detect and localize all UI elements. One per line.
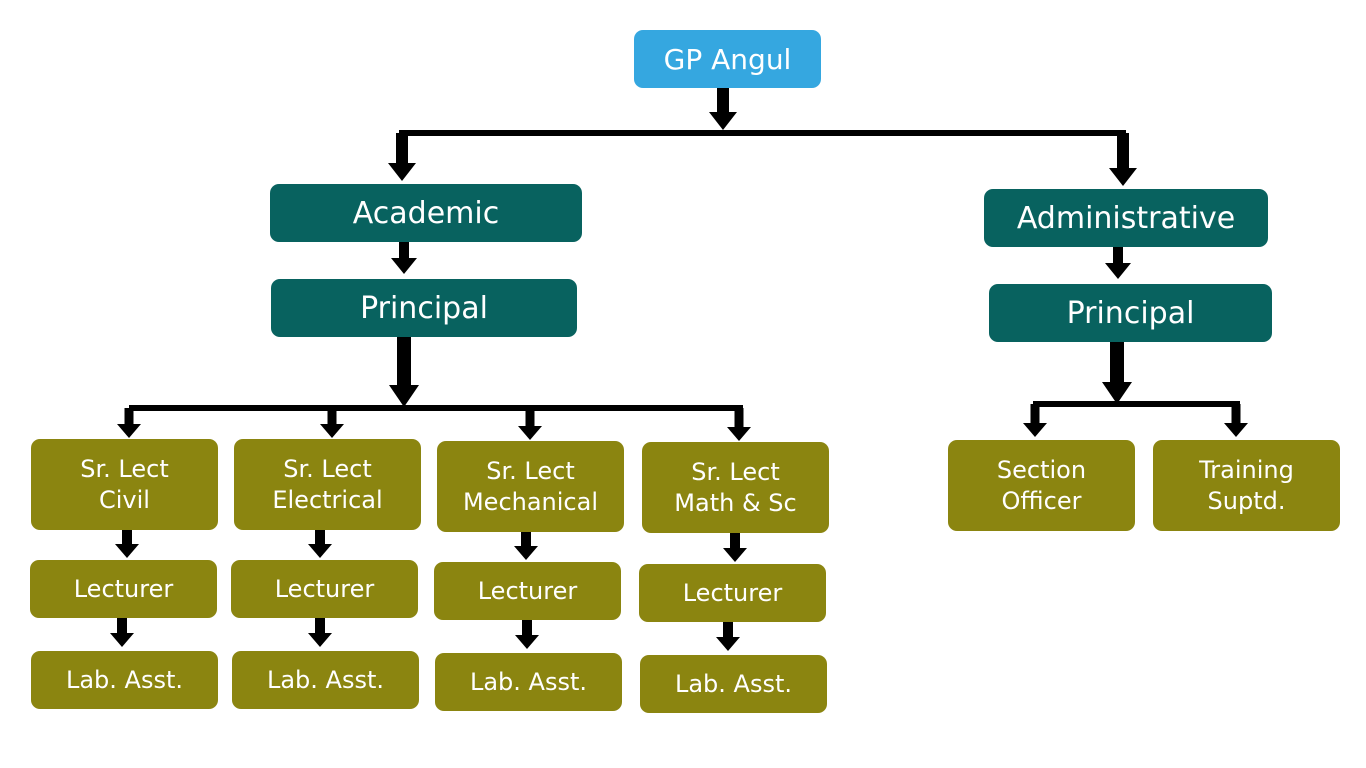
arrow-to-electrical [320,408,344,438]
node-gp-angul: GP Angul [634,30,821,88]
node-lab-asst-mechanical: Lab. Asst. [435,653,622,711]
arrow-electrical-to-lecturer [308,530,332,558]
node-lecturer-math-sc: Lecturer [639,564,826,622]
node-lecturer-electrical: Lecturer [231,560,418,618]
arrow-root-down [709,88,737,130]
arrow-to-civil [117,408,141,438]
arrow-civil-to-lecturer [115,530,139,558]
node-lecturer-mechanical: Lecturer [434,562,621,620]
node-sr-lect-civil: Sr. Lect Civil [31,439,218,530]
arrow-to-training-suptd [1224,404,1248,437]
arrow-math-sc-to-lab [716,622,740,651]
node-lab-asst-civil: Lab. Asst. [31,651,218,709]
node-lecturer-civil: Lecturer [30,560,217,618]
arrow-to-math-sc [727,408,751,441]
node-lab-asst-math-sc: Lab. Asst. [640,655,827,713]
arrow-electrical-to-lab [308,618,332,647]
node-lab-asst-electrical: Lab. Asst. [232,651,419,709]
arrow-to-administrative [1109,133,1137,186]
node-academic-principal: Principal [271,279,577,337]
node-section-officer: Section Officer [948,440,1135,531]
node-admin-principal: Principal [989,284,1272,342]
arrow-mechanical-to-lecturer [514,532,538,560]
arrow-principal-down [389,337,419,407]
arrow-mechanical-to-lab [515,620,539,649]
arrow-to-academic [388,133,416,181]
node-sr-lect-mechanical: Sr. Lect Mechanical [437,441,624,532]
node-sr-lect-math-sc: Sr. Lect Math & Sc [642,442,829,533]
arrow-civil-to-lab [110,618,134,647]
arrow-academic-to-principal [391,242,417,274]
node-administrative: Administrative [984,189,1268,247]
arrow-admin-principal-down [1102,342,1132,404]
arrow-admin-to-principal [1105,247,1131,279]
node-training-suptd: Training Suptd. [1153,440,1340,531]
arrow-to-mechanical [518,408,542,440]
arrow-to-section-officer [1023,404,1047,437]
node-academic: Academic [270,184,582,242]
node-sr-lect-electrical: Sr. Lect Electrical [234,439,421,530]
arrow-math-sc-to-lecturer [723,533,747,562]
